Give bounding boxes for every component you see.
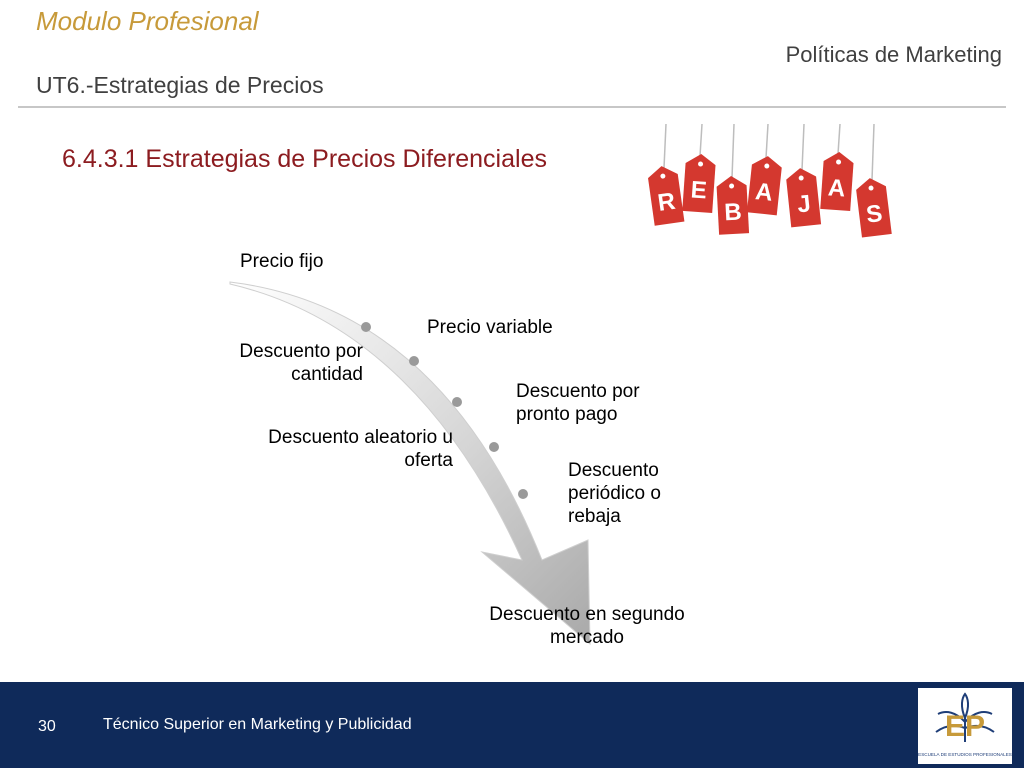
label-descuento-segundo-mercado: Descuento en segundo mercado xyxy=(489,604,685,648)
footer-text: Técnico Superior en Marketing y Publicid… xyxy=(103,716,412,733)
arrow-shape xyxy=(229,281,591,646)
tag-letter: E xyxy=(690,176,708,204)
tag-shape xyxy=(786,168,822,228)
page-number: 30 xyxy=(38,718,56,735)
tag-shape xyxy=(746,156,782,216)
logo-caption: ESCUELA DE ESTUDIOS PROFESIONALES xyxy=(918,752,1012,757)
sale-tag: B xyxy=(716,176,750,235)
sale-tag: J xyxy=(786,168,822,228)
school-logo: EP ESCUELA DE ESTUDIOS PROFESIONALES xyxy=(918,688,1012,764)
tag-string xyxy=(765,124,769,159)
tag-hole xyxy=(868,185,874,191)
tag-string xyxy=(871,124,875,181)
sale-tag: A xyxy=(746,156,782,216)
tag-hole xyxy=(798,175,804,181)
logo-text: EP xyxy=(945,710,985,743)
footer-bar xyxy=(0,682,1024,768)
section-title: Políticas de Marketing xyxy=(785,42,1002,67)
tag-hole xyxy=(660,173,666,179)
tag-string xyxy=(801,124,805,171)
tag-shape xyxy=(716,176,750,235)
tag-string xyxy=(837,124,841,155)
tag-letter: R xyxy=(656,188,677,217)
tag-shape xyxy=(648,166,685,226)
step-dot xyxy=(489,442,499,452)
price-strategy-diagram: Precio fijo Precio variable Descuento po… xyxy=(150,240,750,660)
step-dot xyxy=(409,356,419,366)
tag-letter: A xyxy=(754,178,774,207)
tag-hole xyxy=(698,161,704,167)
step-dot xyxy=(452,397,462,407)
sale-tag: S xyxy=(856,178,892,238)
sale-tag: R xyxy=(648,166,685,226)
label-descuento-periodico: Descuento periódico o rebaja xyxy=(568,460,661,527)
sale-tag: E xyxy=(682,154,716,213)
tag-string xyxy=(731,124,735,179)
tag-string xyxy=(663,124,667,169)
tag-letter: A xyxy=(827,174,846,202)
unit-title: UT6.-Estrategias de Precios xyxy=(36,72,324,98)
header-divider xyxy=(18,106,1006,108)
tag-hole xyxy=(764,163,770,169)
tag-letter: J xyxy=(796,190,812,218)
tag-letter: S xyxy=(865,200,884,229)
tag-shape xyxy=(682,154,716,213)
tag-shape xyxy=(820,152,854,211)
label-precio-fijo: Precio fijo xyxy=(240,251,324,272)
label-descuento-aleatorio: Descuento aleatorio u oferta xyxy=(268,427,453,471)
label-descuento-pronto-pago: Descuento por pronto pago xyxy=(516,381,640,425)
step-dot xyxy=(361,322,371,332)
logo-tree-icon xyxy=(935,692,995,742)
slide-heading: 6.4.3.1 Estrategias de Precios Diferenci… xyxy=(62,145,547,173)
step-dot xyxy=(518,489,528,499)
tag-hole xyxy=(729,183,735,189)
tag-shape xyxy=(856,178,892,238)
module-title: Modulo Profesional xyxy=(36,6,259,36)
tag-hole xyxy=(836,159,842,165)
sale-tag: A xyxy=(820,152,854,211)
curved-arrow xyxy=(229,281,591,646)
tag-letter: B xyxy=(724,199,743,227)
label-precio-variable: Precio variable xyxy=(427,317,553,338)
tag-string xyxy=(699,124,703,157)
label-descuento-cantidad: Descuento por cantidad xyxy=(239,341,363,385)
